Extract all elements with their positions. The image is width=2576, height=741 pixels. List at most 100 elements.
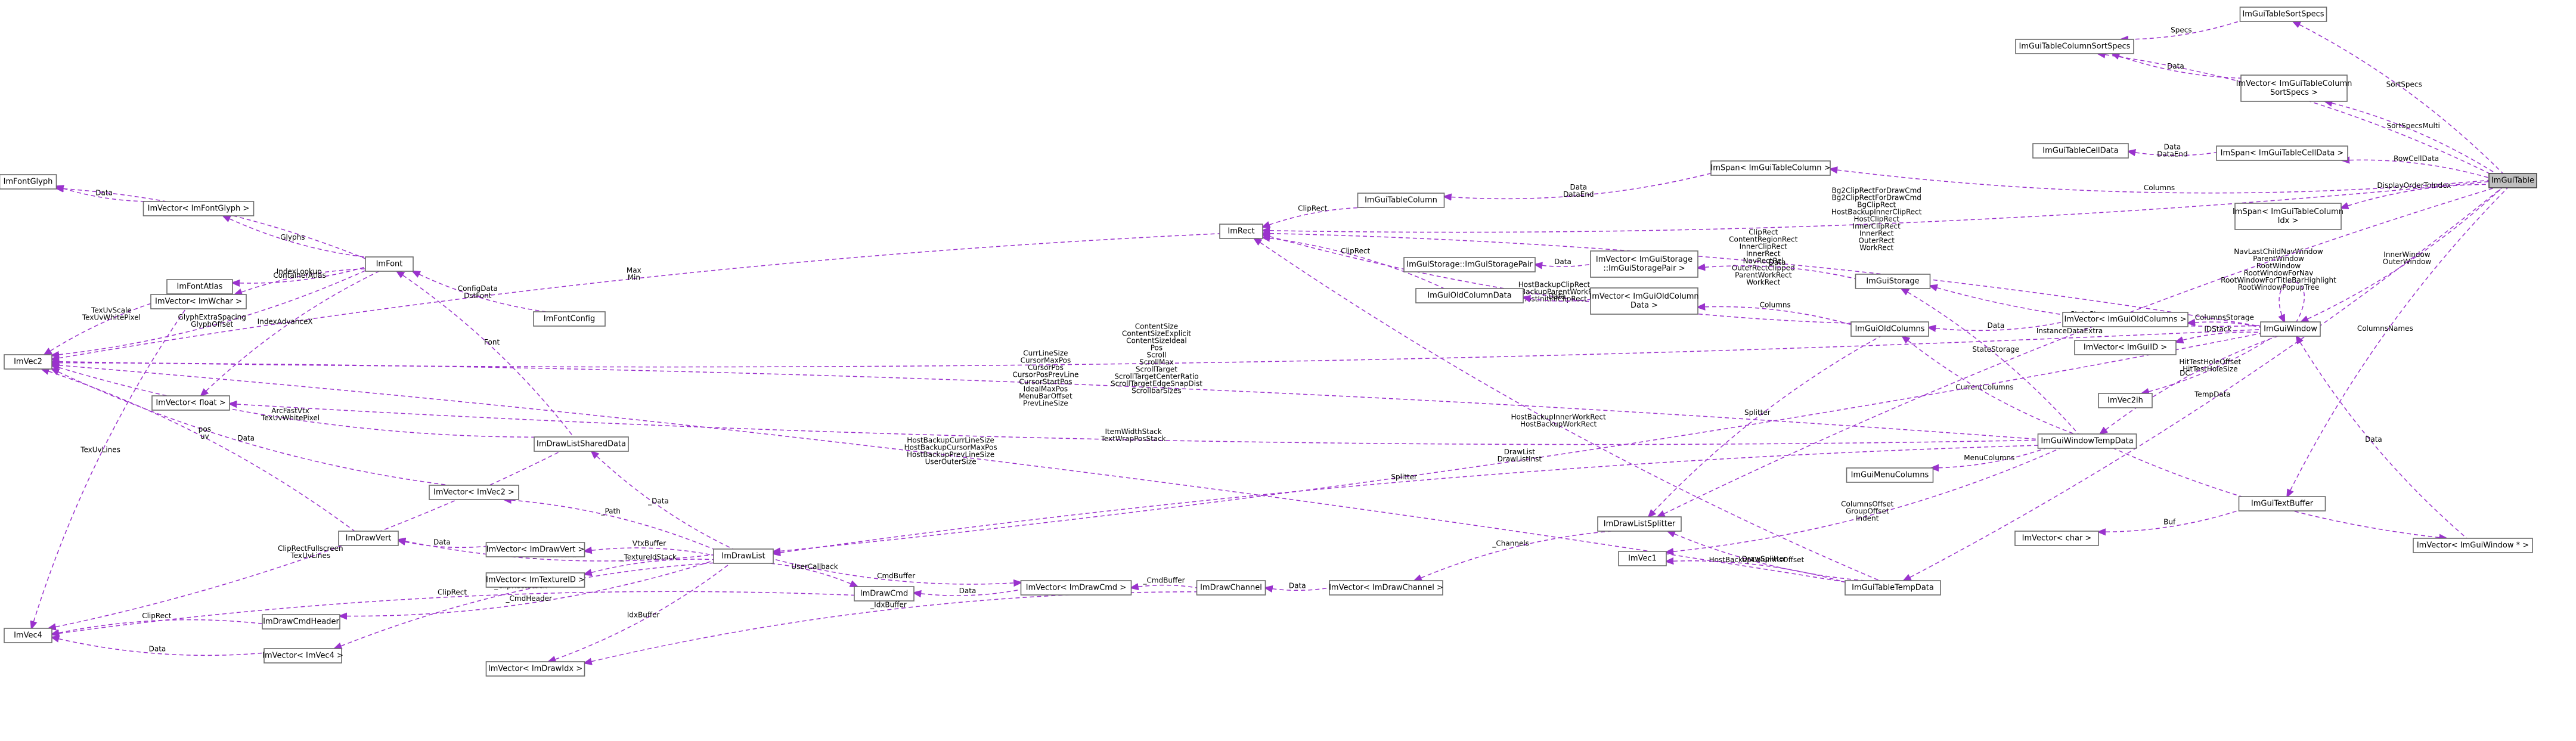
edge-label-line: GlyphOffset <box>191 320 233 328</box>
edge-label-line: ColumnsStorage <box>2195 314 2254 322</box>
node-ImVec2ih[interactable]: ImVec2ih <box>2098 393 2153 408</box>
node-ImVectorDrawCmd[interactable]: ImVector< ImDrawCmd > <box>1020 580 1132 596</box>
node-box <box>1850 321 1929 337</box>
edge-label-line: Data <box>433 538 451 546</box>
edge-line <box>585 559 714 575</box>
edge-line <box>591 451 733 550</box>
edge-ImSpanColumnIdx-to-ImGuiTable: DisplayOrderToIndex <box>2341 181 2490 208</box>
node-ImGuiTableTempData[interactable]: ImGuiTableTempData <box>1845 580 1941 596</box>
node-ImGuiMenuColumns[interactable]: ImGuiMenuColumns <box>1846 467 1934 483</box>
node-ImGuiTextBuffer[interactable]: ImGuiTextBuffer <box>2238 496 2326 511</box>
edge-ImGuiTableColumnSortSpecs-to-ImGuiTableSortSpecs: Specs <box>2121 20 2240 39</box>
node-ImVectorStoragePair[interactable]: ImVector< ImGuiStorage::ImGuiStoragePair… <box>1590 250 1698 278</box>
edge-line <box>2342 160 2490 178</box>
edge-label-line: DC <box>2180 369 2190 377</box>
edge-label-line: SortSpecsMulti <box>2386 122 2439 130</box>
edge-label-line: Data <box>2167 62 2184 70</box>
node-box <box>1329 580 1443 596</box>
edge-ImGuiOldColumnData-to-ImVectorOldColumnData: Data <box>1523 292 1591 301</box>
node-ImVectorTextureID[interactable]: ImVector< ImTextureID > <box>485 572 585 588</box>
edge-label: Specs <box>2171 26 2191 35</box>
edge-line <box>585 548 714 556</box>
node-ImSpanColumn[interactable]: ImSpan< ImGuiTableColumn > <box>1710 160 1831 176</box>
edge-label-line: NavRectRel <box>1743 256 1784 265</box>
node-ImGuiTableSortSpecs[interactable]: ImGuiTableSortSpecs <box>2239 7 2327 22</box>
node-label: ImRect <box>1227 227 1254 236</box>
node-ImVectorFloat[interactable]: ImVector< float > <box>151 395 230 411</box>
node-ImSpanCellData[interactable]: ImSpan< ImGuiTableCellData > <box>2216 145 2348 161</box>
edge-ImDrawListSplitter-to-ImGuiOldColumns: Splitter <box>1648 336 1881 517</box>
node-ImVectorDrawChannel[interactable]: ImVector< ImDrawChannel > <box>1329 580 1443 596</box>
node-ImVec4[interactable]: ImVec4 <box>4 628 52 643</box>
node-ImVectorWindowPtr[interactable]: ImVector< ImGuiWindow * > <box>2413 538 2533 553</box>
node-label: ImGuiTableSortSpecs <box>2242 10 2324 19</box>
node-ImVectorVec2[interactable]: ImVector< ImVec2 > <box>429 485 519 500</box>
edge-label-line: InnerClipRect <box>1740 242 1788 250</box>
node-ImDrawList[interactable]: ImDrawList <box>713 548 774 564</box>
node-ImFont[interactable]: ImFont <box>365 256 414 272</box>
node-ImVectorVec4[interactable]: ImVector< ImVec4 > <box>262 648 343 664</box>
edge-label: TexUvLines <box>80 445 120 454</box>
node-label: ImVector< char > <box>2022 534 2092 543</box>
node-ImDrawChannel[interactable]: ImDrawChannel <box>1196 580 1266 596</box>
edge-line <box>413 271 546 312</box>
node-ImDrawVert[interactable]: ImDrawVert <box>338 531 399 546</box>
node-ImGuiOldColumns[interactable]: ImGuiOldColumns <box>1850 321 1929 337</box>
edge-line <box>340 560 714 616</box>
edge-line <box>1444 172 1712 199</box>
node-ImVectorDrawIdx[interactable]: ImVector< ImDrawIdx > <box>485 661 585 677</box>
edge-label: ColumnsStorage <box>2195 314 2254 322</box>
node-ImGuiWindow[interactable]: ImGuiWindow <box>2260 321 2321 337</box>
edge-ImVectorDrawIdx-to-ImDrawList: IdxBuffer <box>548 563 731 662</box>
node-ImGuiTable[interactable]: ImGuiTable <box>2488 173 2537 188</box>
node-ImRect[interactable]: ImRect <box>1219 224 1263 239</box>
edge-label: Font <box>484 338 500 346</box>
edge-line <box>1263 233 2261 327</box>
node-ImVectorSortSpecs[interactable]: ImVector< ImGuiTableColumnSortSpecs > <box>2236 75 2352 102</box>
node-ImGuiTableColumn[interactable]: ImGuiTableColumn <box>1357 193 1445 208</box>
node-ImDrawCmdHeader[interactable]: ImDrawCmdHeader <box>262 614 340 630</box>
edge-label: CmdBuffer <box>877 572 915 580</box>
node-ImVectorDrawVert[interactable]: ImVector< ImDrawVert > <box>485 542 585 557</box>
edge-label: Data <box>1988 321 2005 330</box>
node-ImVectorOldColumnData[interactable]: ImVector< ImGuiOldColumnData > <box>1589 287 1699 315</box>
node-ImFontAtlas[interactable]: ImFontAtlas <box>166 279 233 294</box>
node-ImDrawListSplitter[interactable]: ImDrawListSplitter <box>1597 516 1682 532</box>
node-ImVectorFontGlyph[interactable]: ImVector< ImFontGlyph > <box>142 201 255 216</box>
edge-label-line: ClipRectFullscreen <box>278 544 343 553</box>
node-ImVectorChar[interactable]: ImVector< char > <box>2014 531 2099 546</box>
edge-label-line: Font <box>484 338 500 346</box>
node-ImVec2[interactable]: ImVec2 <box>4 354 52 370</box>
node-ImGuiWindowTempData[interactable]: ImGuiWindowTempData <box>2037 433 2137 449</box>
node-ImGuiTableColumnSortSpecs[interactable]: ImGuiTableColumnSortSpecs <box>2015 39 2134 54</box>
edge-label-line: ArcFastVtx <box>271 407 309 415</box>
edge-label-line: CursorStartPos <box>1019 378 1072 386</box>
node-ImGuiStoragePair[interactable]: ImGuiStorage::ImGuiStoragePair <box>1403 257 1536 272</box>
node-ImFontConfig[interactable]: ImFontConfig <box>533 311 606 327</box>
edge-line <box>2098 54 2490 174</box>
node-label: ImFontGlyph <box>4 178 53 187</box>
edge-label: ClipRect <box>1298 204 1327 213</box>
node-ImGuiTableCellData[interactable]: ImGuiTableCellData <box>2032 143 2129 159</box>
node-ImVec1[interactable]: ImVec1 <box>1618 551 1667 566</box>
node-ImFontGlyph[interactable]: ImFontGlyph <box>0 174 57 190</box>
edge-line <box>914 589 1021 596</box>
edge-line <box>1254 238 1880 581</box>
node-label: ImVector< float > <box>156 399 225 408</box>
edge-label: Columns <box>2144 184 2175 192</box>
node-ImDrawListSharedData[interactable]: ImDrawListSharedData <box>534 436 629 452</box>
edge-label-line: Data <box>149 644 166 653</box>
node-ImVectorImGuiID[interactable]: ImVector< ImGuiID > <box>2074 340 2177 355</box>
node-ImGuiStorage[interactable]: ImGuiStorage <box>1855 274 1931 289</box>
node-ImDrawCmd[interactable]: ImDrawCmd <box>854 586 915 602</box>
node-ImGuiOldColumnData[interactable]: ImGuiOldColumnData <box>1415 288 1524 303</box>
edge-label-line: uv <box>200 432 209 441</box>
node-ImVectorOldColumns[interactable]: ImVector< ImGuiOldColumns > <box>2062 312 2188 327</box>
node-box <box>1590 250 1698 278</box>
edge-ImVec4-to-ImVectorVec4: Data <box>52 637 265 656</box>
node-ImVectorWchar[interactable]: ImVector< ImWchar > <box>150 294 247 309</box>
